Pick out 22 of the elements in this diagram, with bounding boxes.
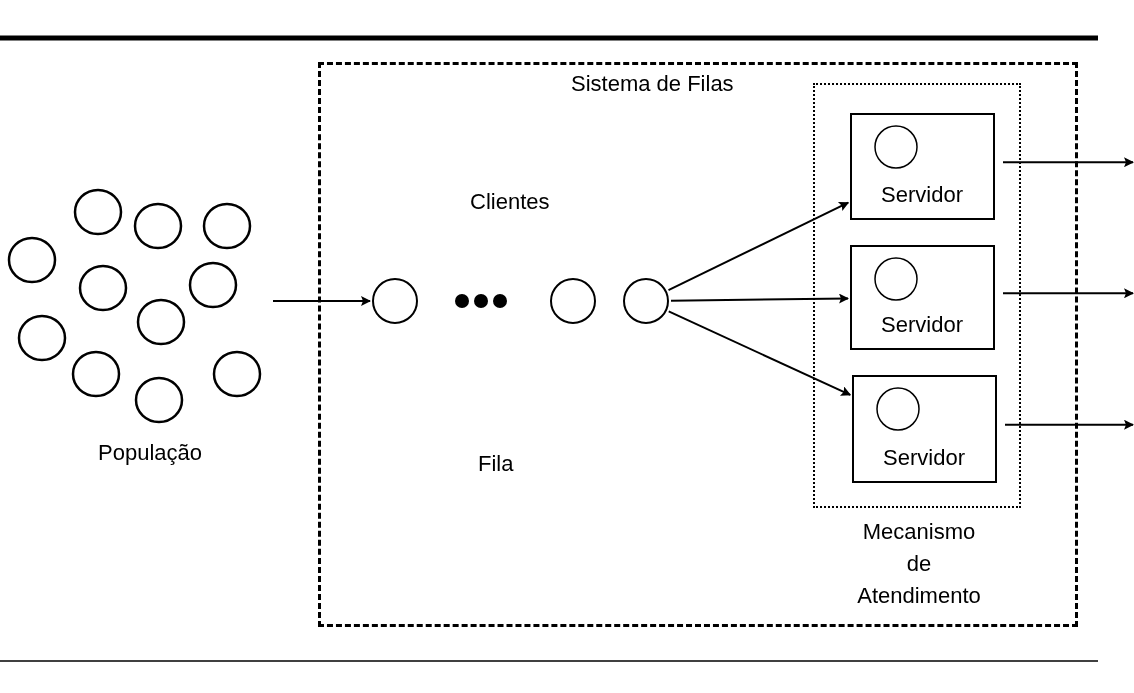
server-label: Servidor bbox=[882, 445, 966, 471]
system-title: Sistema de Filas bbox=[571, 71, 734, 97]
server-label: Servidor bbox=[880, 312, 964, 338]
section-label: Clientes bbox=[470, 189, 550, 215]
system-boundary bbox=[318, 62, 1078, 627]
mechanism-label: Mecanismo de Atendimento bbox=[856, 518, 982, 610]
customer-circle bbox=[623, 278, 669, 324]
section-label: Fila bbox=[478, 451, 514, 477]
arrow bbox=[1004, 419, 1134, 430]
arrow bbox=[1002, 157, 1134, 168]
server-box bbox=[852, 375, 997, 483]
arrow bbox=[272, 296, 371, 306]
population-label: População bbox=[97, 440, 203, 466]
server-box bbox=[850, 245, 995, 350]
server-label: Servidor bbox=[880, 182, 964, 208]
customer-circle bbox=[550, 278, 596, 324]
customer-circle bbox=[372, 278, 418, 324]
arrow bbox=[667, 310, 852, 396]
arrow bbox=[667, 201, 850, 292]
server-box bbox=[850, 113, 995, 220]
arrow bbox=[670, 293, 849, 304]
arrow bbox=[1002, 288, 1134, 299]
